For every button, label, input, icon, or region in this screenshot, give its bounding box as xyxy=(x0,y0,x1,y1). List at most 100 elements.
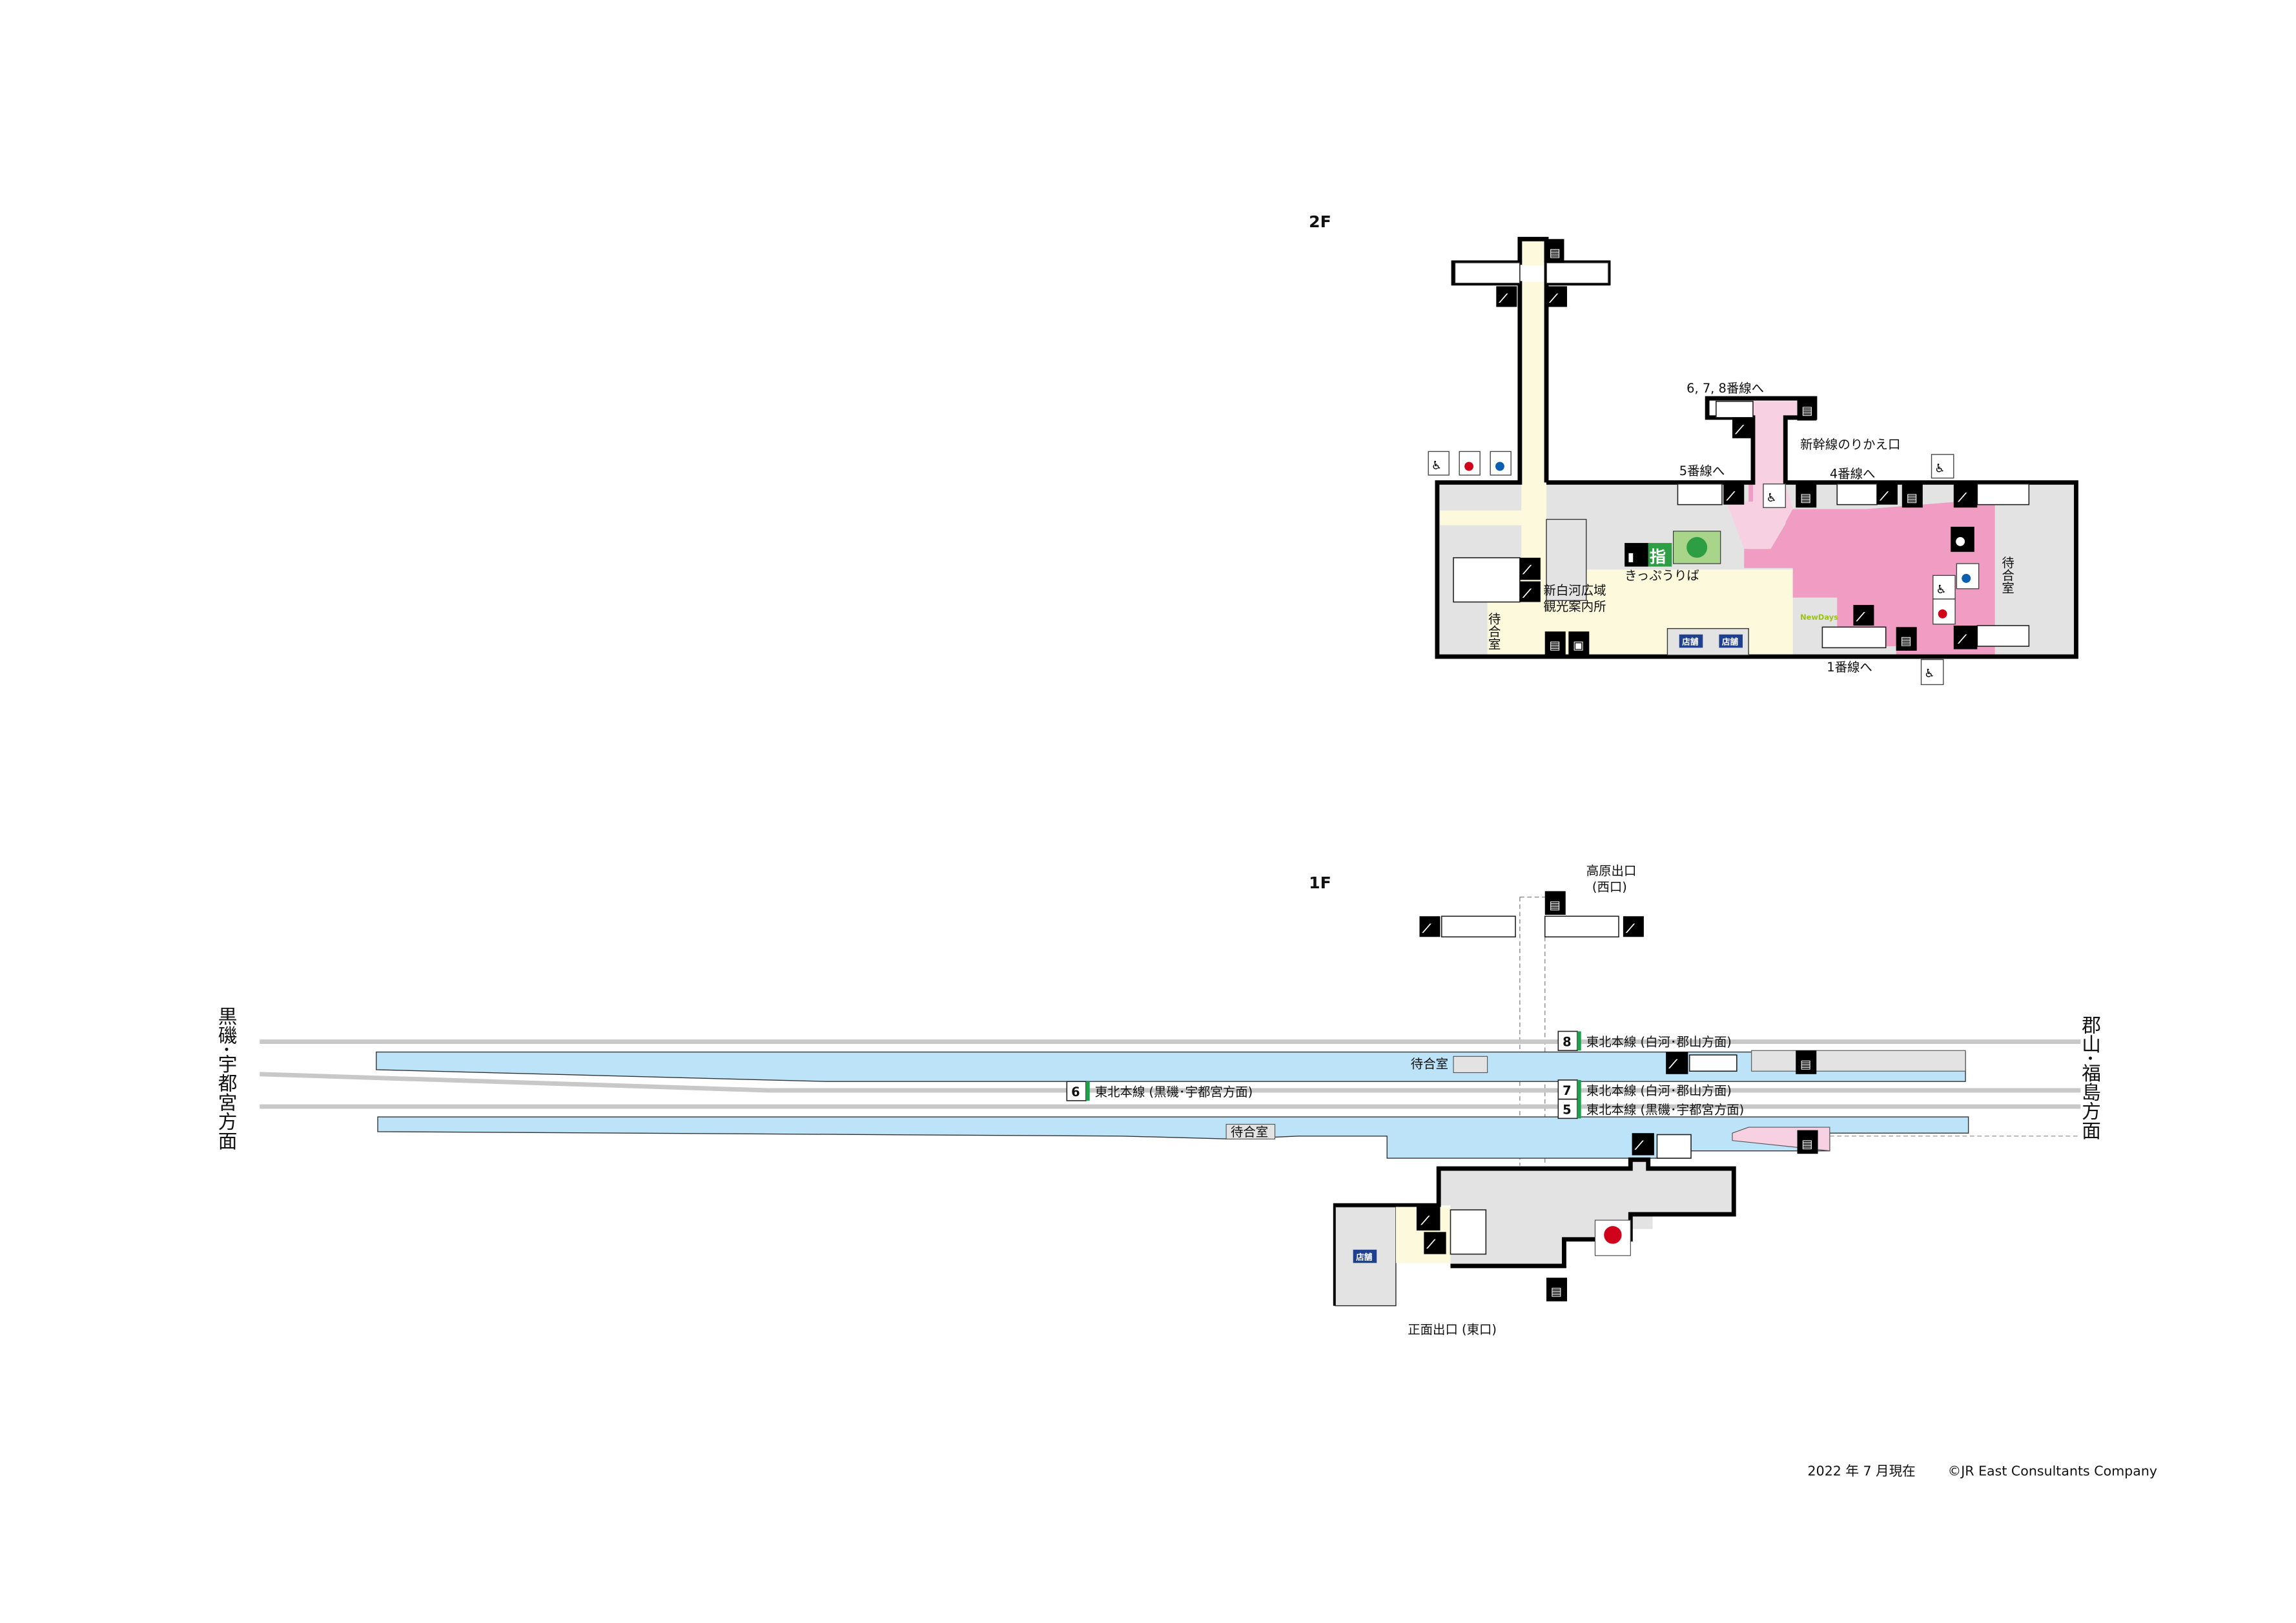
svg-text:●: ● xyxy=(1495,459,1505,473)
direction-right: 郡山･福島方面 xyxy=(2078,1015,2101,1139)
svg-text:●: ● xyxy=(1961,571,1971,584)
stairs xyxy=(1976,625,2030,647)
svg-text:▤: ▤ xyxy=(1550,899,1561,912)
escalator-icon: ⟋ xyxy=(1519,557,1541,580)
stairs-icon: ⟋ xyxy=(1723,484,1745,505)
tourist-info-room xyxy=(1546,518,1587,601)
transfer-concourse xyxy=(1744,401,1995,657)
floor-1f-labels: 高原出口 (西口) 正面出口 (東口) 待合室 待合室 店舗 黒磯･宇都宮方面 … xyxy=(214,863,2100,1337)
svg-text:▤: ▤ xyxy=(1550,639,1561,653)
track-line-name: 東北本線 (白河･郡山方面) xyxy=(1586,1034,1732,1049)
stairs-icon: ⟋ xyxy=(1632,1133,1654,1156)
svg-text:⟋: ⟋ xyxy=(1549,292,1559,306)
label-ticket-office[interactable]: きっぷうりば xyxy=(1625,568,1699,583)
svg-text:▤: ▤ xyxy=(1901,635,1912,648)
svg-text:▤: ▤ xyxy=(1801,1138,1812,1151)
mens-toilet-icon: ● xyxy=(1956,563,1980,589)
track-number: 6 xyxy=(1071,1085,1080,1099)
floor-1f-icons: ⟋ ▤ ⟋ ⟋ ▤ ⟋ ▤ ⟋ ⟋ ▤ xyxy=(1416,891,1818,1301)
svg-text:⟋: ⟋ xyxy=(1422,922,1431,935)
elevator-icon: ▤ xyxy=(1544,631,1566,655)
track-number: 5 xyxy=(1563,1102,1572,1117)
baby-room-icon: ● xyxy=(1951,526,1974,552)
stairs xyxy=(1821,626,1887,649)
label-tourist-info-2[interactable]: 観光案内所 xyxy=(1543,599,1606,614)
svg-text:⟋: ⟋ xyxy=(1958,633,1967,646)
stairs xyxy=(1454,262,1521,284)
ticket-machine-icon: ▮ xyxy=(1625,543,1648,567)
escalator-icon: ⟋ xyxy=(1953,484,1978,508)
track-line-name: 東北本線 (黒磯･宇都宮方面) xyxy=(1095,1085,1253,1099)
label-west-exit-1[interactable]: 高原出口 xyxy=(1586,863,1637,878)
track-badge-6: 6 東北本線 (黒磯･宇都宮方面) xyxy=(1066,1081,1253,1101)
svg-text:⟋: ⟋ xyxy=(1499,292,1508,306)
svg-text:⟋: ⟋ xyxy=(1726,490,1736,504)
svg-text:⟋: ⟋ xyxy=(1735,424,1745,437)
stairs-icon: ⟋ xyxy=(1519,581,1541,602)
track-badge-7: 7 東北本線 (白河･郡山方面) xyxy=(1557,1079,1732,1100)
wheelchair-ramp-icon: ♿ xyxy=(1920,658,1944,686)
stairs xyxy=(1450,1209,1487,1255)
svg-text:⟋: ⟋ xyxy=(1634,1139,1644,1152)
stairs-icon: ⟋ xyxy=(1876,484,1898,505)
track-number: 8 xyxy=(1563,1034,1572,1049)
svg-text:⟋: ⟋ xyxy=(1522,587,1532,601)
label-east-exit[interactable]: 正面出口 (東口) xyxy=(1408,1322,1497,1337)
womens-toilet-icon: ● xyxy=(1932,598,1956,625)
svg-text:♿: ♿ xyxy=(1934,462,1945,475)
platform-lower xyxy=(377,1116,1969,1159)
shop-badge: 店舗 xyxy=(1679,634,1703,648)
label-waiting-room-west: 待合室 xyxy=(1486,612,1501,649)
accessible-toilet-icon: ♿ xyxy=(1932,575,1956,600)
accessible-toilet-icon: ♿ xyxy=(1428,451,1450,476)
elevator-icon: ▤ xyxy=(1544,239,1564,263)
label-waiting-room-upper: 待合室 xyxy=(1411,1057,1448,1072)
track-6-7 xyxy=(260,1072,2081,1093)
stairs xyxy=(1546,262,1609,284)
label-west-exit-2[interactable]: (西口) xyxy=(1592,879,1627,894)
stairs xyxy=(1656,1134,1692,1159)
track-number: 7 xyxy=(1563,1083,1572,1098)
svg-text:♿: ♿ xyxy=(1936,583,1946,597)
svg-text:▤: ▤ xyxy=(1800,491,1811,505)
shop-label: 店舗 xyxy=(1722,637,1739,647)
stairs xyxy=(1544,915,1619,938)
svg-text:⟋: ⟋ xyxy=(1880,490,1889,504)
label-shinkansen-transfer: 新幹線のりかえ口 xyxy=(1800,437,1900,452)
stairs-icon: ⟋ xyxy=(1419,916,1440,937)
stairs-icon: ⟋ xyxy=(1496,286,1517,307)
shop-label: 店舗 xyxy=(1682,637,1699,647)
label-tourist-info-1[interactable]: 新白河広域 xyxy=(1543,583,1606,598)
wheelchair-icon: ♿ xyxy=(1763,483,1786,508)
corridor-west xyxy=(1440,510,1547,526)
track-line-name: 東北本線 (黒磯･宇都宮方面) xyxy=(1586,1102,1744,1117)
direction-left: 黒磯･宇都宮方面 xyxy=(214,1006,237,1150)
svg-text:●: ● xyxy=(1938,606,1948,620)
svg-text:⟋: ⟋ xyxy=(1522,564,1532,577)
svg-text:▣: ▣ xyxy=(1573,639,1584,653)
stairs xyxy=(1976,483,2030,505)
wheelchair-ramp-icon: ♿ xyxy=(1931,454,1954,479)
track-badge-5: 5 東北本線 (黒磯･宇都宮方面) xyxy=(1557,1098,1744,1119)
midori-mark-icon xyxy=(1686,536,1708,558)
label-waiting-room-east: 待合室 xyxy=(2000,556,2014,594)
floor-1f-plan xyxy=(260,896,2081,1307)
floor-2f-labels: 6, 7, 8番線へ 新幹線のりかえ口 5番線へ 4番線へ 1番線へ きっぷうり… xyxy=(1486,381,2014,675)
stairs xyxy=(1716,400,1754,418)
svg-text:●: ● xyxy=(1955,534,1965,547)
floor-2f-icons: ▤ ⟋ ⟋ ▤ ⟋ ⟋ ♿ ▤ ⟋ ▤ ⟋ ♿ ♿ ● ● ⟋ ⟋ ▤ ▣ ▮ … xyxy=(1428,239,1980,686)
escalator-icon: ⟋ xyxy=(1416,1207,1440,1231)
track-line-name: 東北本線 (白河･郡山方面) xyxy=(1586,1083,1732,1098)
platform-upper-room xyxy=(1751,1050,1966,1072)
reserved-seat-mark: 指 xyxy=(1648,543,1672,567)
stairs-icon: ⟋ xyxy=(1424,1232,1446,1254)
elevator-icon: ▤ xyxy=(1796,1050,1817,1074)
svg-text:▤: ▤ xyxy=(1907,491,1918,505)
stairs xyxy=(1677,483,1723,505)
newdays-logo: NewDays xyxy=(1800,613,1838,622)
track-badge-8: 8 東北本線 (白河･郡山方面) xyxy=(1557,1030,1732,1052)
svg-text:⟋: ⟋ xyxy=(1625,922,1635,935)
svg-text:♿: ♿ xyxy=(1431,459,1442,473)
locker-icon: ▣ xyxy=(1568,631,1590,655)
